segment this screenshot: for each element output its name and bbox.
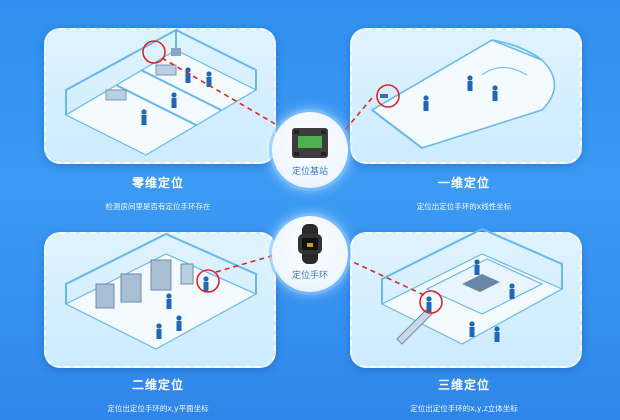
link-line-zero-d — [161, 57, 278, 126]
panel-title: 二维定位 — [131, 378, 184, 392]
panel-subtitle: 定位出定位手环的x线性坐标 — [416, 202, 512, 211]
three-d-scene — [380, 227, 564, 345]
panel-subtitle: 检测房间里是否有定位手环存在 — [105, 202, 211, 211]
panel-three-d — [350, 227, 582, 368]
two-d-scene — [64, 232, 258, 350]
highlight-circle-zero-d — [142, 40, 166, 64]
panel-title: 三维定位 — [437, 378, 490, 392]
wristband-device-icon — [298, 224, 322, 264]
zero-d-scene — [64, 28, 258, 156]
link-line-one-d — [344, 97, 373, 131]
hub-base-station: 定位基站 — [272, 112, 348, 188]
caption-one-d: 一维定位 定位出定位手环的x线性坐标 — [354, 174, 574, 212]
panel-subtitle: 定位出定位手环的x,y,z立体坐标 — [410, 404, 518, 413]
panel-title: 一维定位 — [437, 176, 490, 190]
caption-zero-d: 零维定位 检测房间里是否有定位手环存在 — [48, 174, 268, 212]
panel-zero-d — [44, 28, 276, 164]
panel-two-d — [44, 232, 276, 368]
caption-two-d: 二维定位 定位出定位手环的x,y平面坐标 — [48, 376, 268, 414]
link-line-two-d — [215, 254, 276, 273]
base-station-device-icon — [292, 128, 328, 158]
one-d-scene — [370, 39, 556, 149]
panel-title: 零维定位 — [131, 176, 184, 190]
panel-subtitle: 定位出定位手环的x,y平面坐标 — [107, 404, 209, 413]
highlight-circle-one-d — [376, 84, 400, 108]
highlight-circle-two-d — [196, 269, 220, 293]
hub-label: 定位手环 — [291, 271, 328, 281]
caption-three-d: 三维定位 定位出定位手环的x,y,z立体坐标 — [354, 376, 574, 414]
hub-wristband: 定位手环 — [272, 216, 348, 292]
link-line-three-d — [352, 261, 425, 296]
highlight-circle-three-d — [419, 290, 443, 314]
panel-one-d — [350, 28, 582, 164]
hub-label: 定位基站 — [291, 167, 328, 177]
